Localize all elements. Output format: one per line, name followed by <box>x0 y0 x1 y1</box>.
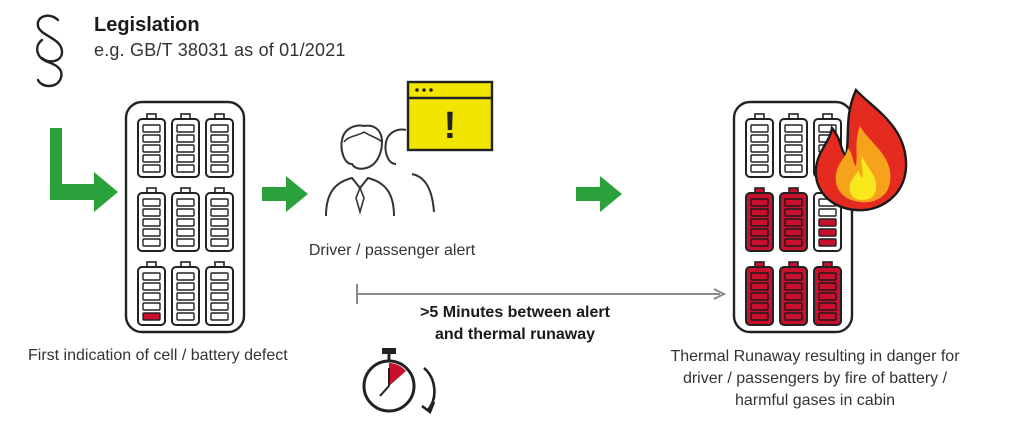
battery-cell-icon <box>205 261 234 326</box>
battery-cell-icon <box>137 113 166 178</box>
battery-cell-icon <box>745 187 774 252</box>
section-sign-icon <box>36 14 64 88</box>
timeline-arrow <box>356 284 727 304</box>
driver-alert-caption: Driver / passenger alert <box>308 242 476 259</box>
arrow-right-icon <box>262 176 308 212</box>
battery-cell-icon <box>205 187 234 252</box>
battery-pack-left <box>124 100 246 334</box>
battery-cell-icon <box>171 187 200 252</box>
people-icon <box>325 124 435 217</box>
alert-symbol: ! <box>444 105 457 147</box>
battery-cell-icon <box>745 261 774 326</box>
fire-icon <box>814 87 908 212</box>
stopwatch-icon <box>362 348 436 415</box>
thermal-runaway-caption: Thermal Runaway resulting in danger for … <box>632 346 998 412</box>
thermal-runaway-line1: Thermal Runaway resulting in danger for <box>670 348 960 365</box>
legislation-title: Legislation <box>94 14 200 36</box>
first-indication-caption: First indication of cell / battery defec… <box>28 347 288 364</box>
battery-cell-icon <box>137 187 166 252</box>
battery-cell-icon <box>779 187 808 252</box>
l-arrow-icon <box>50 128 118 212</box>
battery-cell-icon <box>171 113 200 178</box>
arrow-right-icon <box>576 176 622 212</box>
battery-cell-icon <box>745 113 774 178</box>
battery-cell-icon <box>779 113 808 178</box>
legislation-subtitle: e.g. GB/T 38031 as of 01/2021 <box>94 40 346 60</box>
battery-cell-icon <box>813 261 842 326</box>
battery-cell-icon <box>205 113 234 178</box>
alert-window-icon: ! <box>406 80 494 152</box>
timeline-line2: and thermal runaway <box>434 326 596 343</box>
thermal-runaway-line2: driver / passengers by fire of battery / <box>682 370 948 387</box>
thermal-runaway-line3: harmful gases in cabin <box>734 392 896 409</box>
timeline-text: >5 Minutes between alert and thermal run… <box>392 302 638 346</box>
battery-cell-icon <box>171 261 200 326</box>
battery-cell-icon <box>779 261 808 326</box>
battery-cell-icon <box>813 187 842 252</box>
battery-cell-icon <box>137 261 166 326</box>
timeline-line1: >5 Minutes between alert <box>420 304 610 321</box>
